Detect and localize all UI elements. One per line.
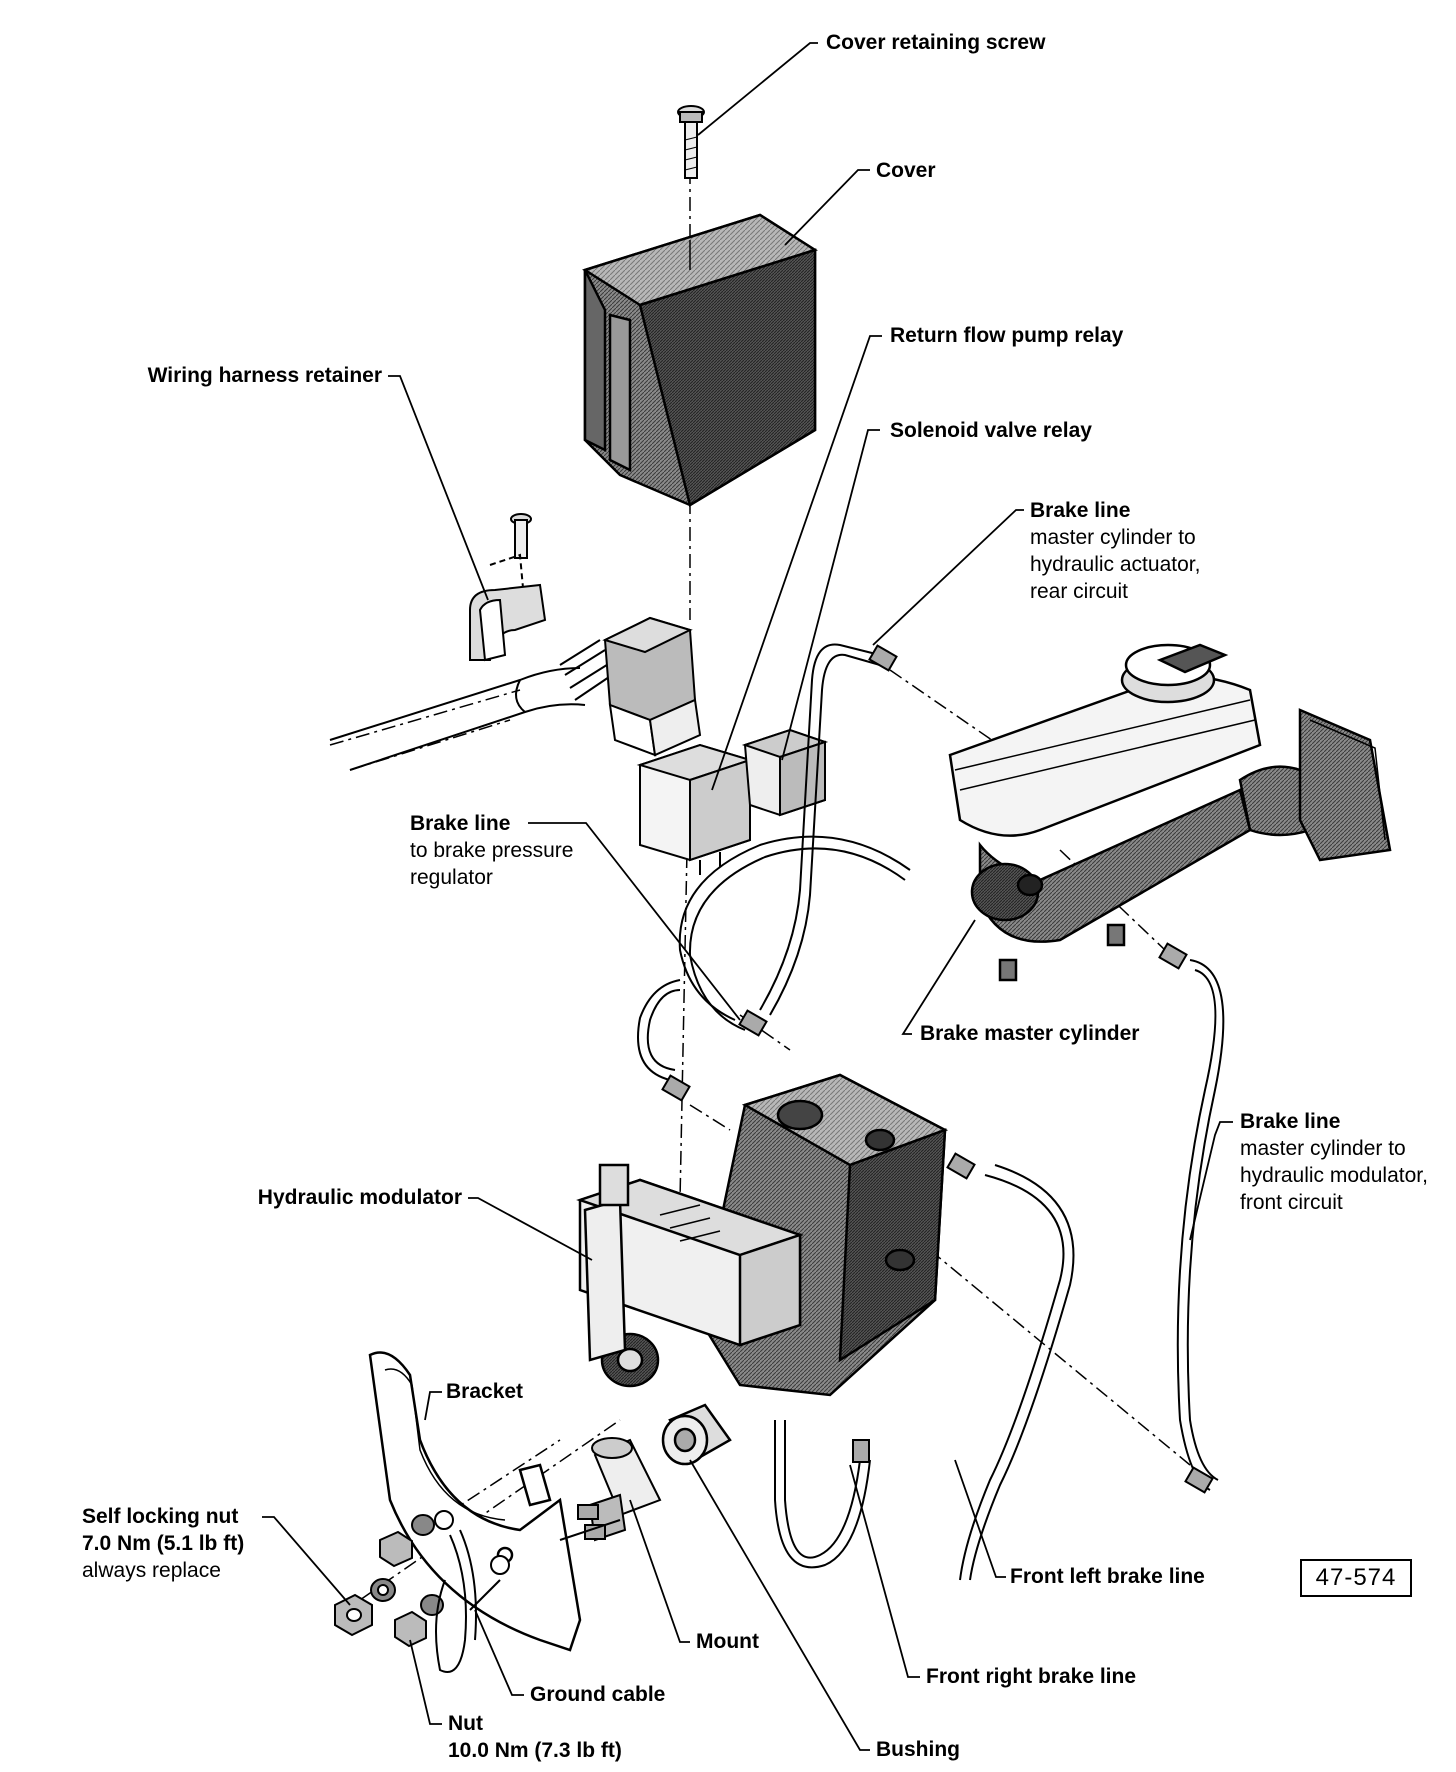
figure-number-box: 47-574: [1300, 1559, 1412, 1597]
label-mount: Mount: [696, 1630, 759, 1653]
label-brake-master-cylinder: Brake master cylinder: [920, 1022, 1140, 1045]
mount: [559, 1437, 662, 1542]
label-front-right-brake-line: Front right brake line: [926, 1665, 1137, 1688]
brake-master-cylinder: [948, 643, 1392, 982]
label-ground-cable: Ground cable: [530, 1683, 666, 1706]
label-solenoid-valve-relay: Solenoid valve relay: [890, 419, 1092, 442]
harness-connector: [602, 616, 702, 757]
bushing: [661, 1403, 732, 1466]
label-wiring-harness-retainer: Wiring harness retainer: [147, 364, 382, 387]
label-bracket: Bracket: [446, 1380, 524, 1403]
label-nut: Nut 10.0 Nm (7.3 lb ft): [448, 1712, 622, 1762]
label-hydraulic-modulator: Hydraulic modulator: [257, 1186, 462, 1209]
nuts-and-washers: [334, 1510, 510, 1648]
ground-cable: [435, 1529, 501, 1673]
solenoid-valve-relay: [741, 728, 829, 817]
return-flow-pump-relay: [636, 743, 754, 875]
label-brake-line-regulator: Brake line to brake pressure regulator: [410, 812, 574, 889]
brake-line-fittings: [661, 644, 1214, 1494]
label-brake-line-front-circuit: Brake line master cylinder to hydraulic …: [1240, 1110, 1428, 1214]
label-cover-retaining-screw: Cover retaining screw: [826, 31, 1046, 54]
label-self-locking-nut: Self locking nut 7.0 Nm (5.1 lb ft) alwa…: [82, 1505, 245, 1582]
label-return-flow-pump-relay: Return flow pump relay: [890, 324, 1124, 347]
cover: [582, 213, 818, 507]
wiring-harness-retainer: [469, 513, 547, 662]
brake-lines: [637, 643, 1225, 1581]
label-cover: Cover: [876, 159, 936, 182]
leader-lines: [262, 42, 1233, 1751]
label-front-left-brake-line: Front left brake line: [1010, 1565, 1205, 1588]
hydraulic-modulator: [576, 1073, 949, 1397]
label-brake-line-rear-circuit: Brake line master cylinder to hydraulic …: [1030, 499, 1201, 603]
label-bushing: Bushing: [876, 1738, 960, 1761]
wiring-harness: [329, 639, 613, 771]
cover-retaining-screw: [677, 105, 705, 179]
